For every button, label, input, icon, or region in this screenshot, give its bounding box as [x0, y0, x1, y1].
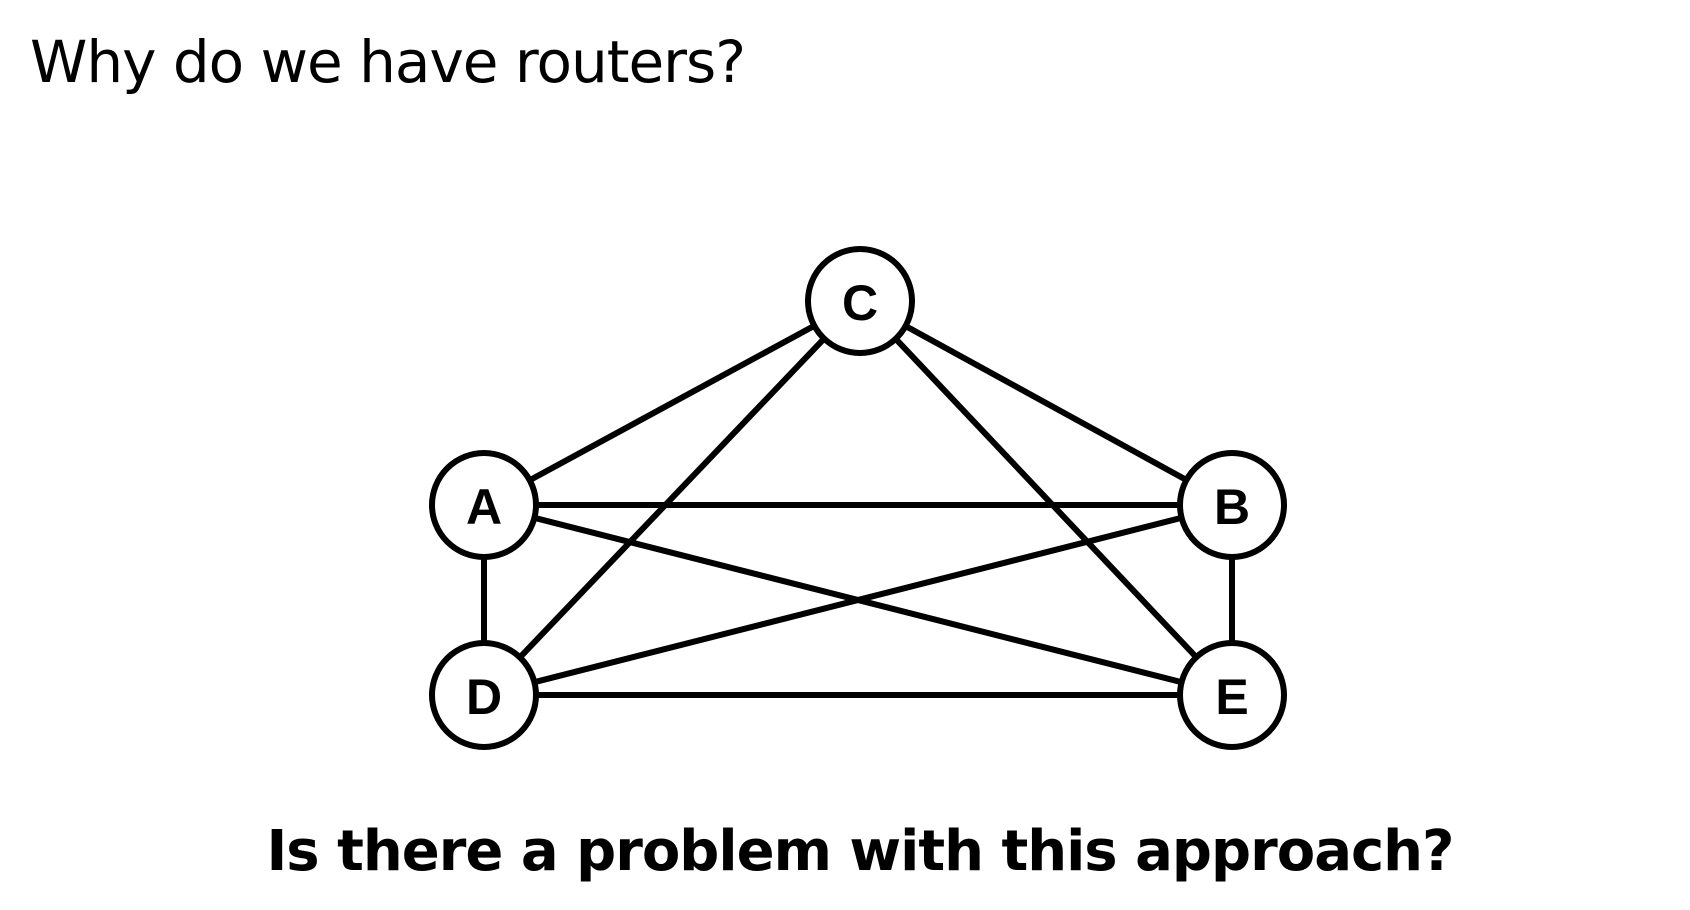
node-b-circle	[1177, 450, 1287, 560]
node-c-circle	[805, 246, 915, 356]
slide-title: Why do we have routers?	[30, 28, 746, 96]
node-a-circle	[429, 450, 539, 560]
node-a-label: A	[466, 479, 502, 535]
node-d: D	[429, 640, 539, 750]
edge-b-c	[858, 298, 1234, 508]
node-e: E	[1177, 640, 1287, 750]
node-d-label: D	[466, 669, 502, 725]
edge-a-c	[482, 298, 862, 508]
node-e-circle	[1177, 640, 1287, 750]
edge-b-d	[483, 502, 1233, 698]
nodes-layer: C A B D E	[429, 246, 1287, 750]
node-d-circle	[429, 640, 539, 750]
node-b-label: B	[1214, 479, 1250, 535]
node-e-label: E	[1215, 669, 1248, 725]
node-c: C	[805, 246, 915, 356]
edge-c-e	[857, 298, 1235, 698]
node-b: B	[1177, 450, 1287, 560]
node-c-label: C	[842, 275, 878, 331]
node-a: A	[429, 450, 539, 560]
question-text: Is there a problem with this approach?	[266, 819, 1454, 884]
edges-layer	[481, 298, 1235, 698]
edge-c-d	[481, 298, 863, 698]
